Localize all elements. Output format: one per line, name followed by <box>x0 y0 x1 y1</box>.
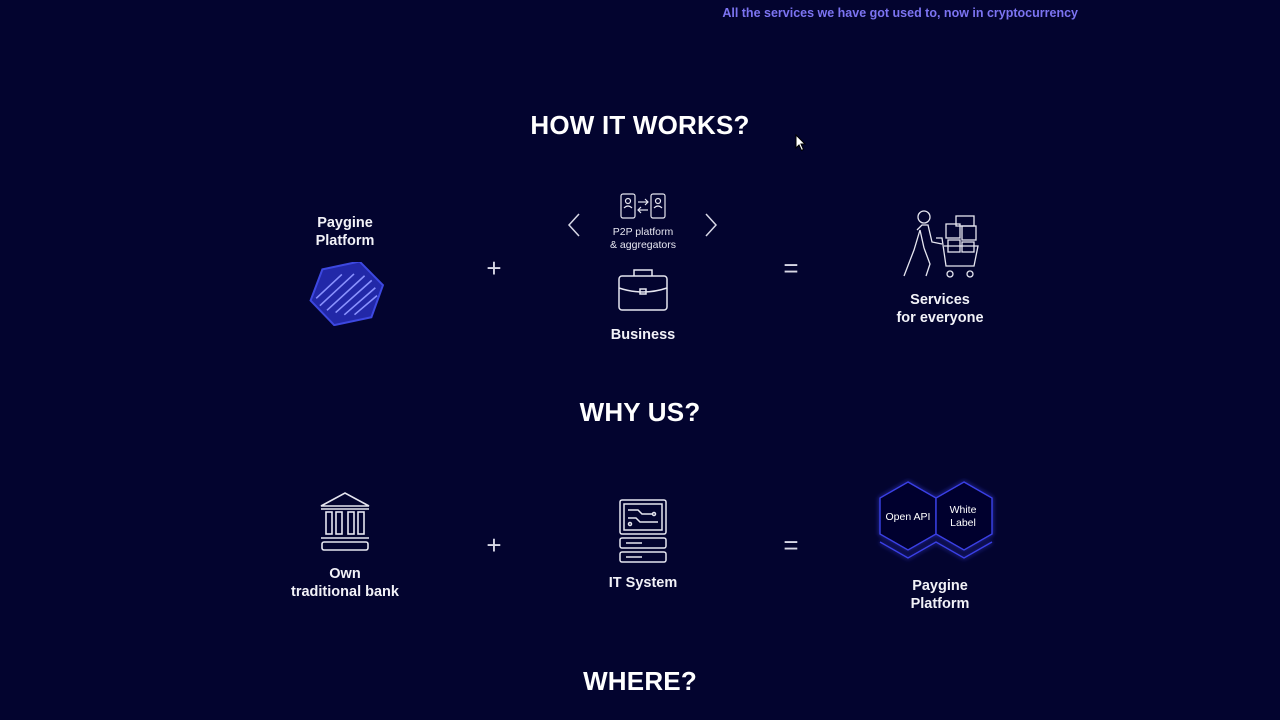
p2p-platform-label: P2P platform & aggregators <box>610 226 676 251</box>
api-whitelabel-hexagons: Open API White Label <box>879 481 993 559</box>
plus-operator-2: + <box>486 530 502 560</box>
services-for-everyone-label: Services for everyone <box>896 292 984 326</box>
equals-operator: = <box>783 253 799 283</box>
white-label-text-line2: Label <box>950 517 976 529</box>
shopping-person-icon <box>903 210 979 278</box>
paygine-platform-label-2: Paygine Platform <box>910 578 970 612</box>
carousel-prev-arrow-icon[interactable] <box>566 212 582 238</box>
paygine-platform-label: Paygine Platform <box>315 215 375 249</box>
white-label-hexagon <box>935 481 993 551</box>
briefcase-icon <box>618 269 668 311</box>
paygine-logo-icon <box>309 262 385 326</box>
equals-operator-2: = <box>783 530 799 560</box>
mouse-cursor-icon <box>795 134 807 152</box>
open-api-text: Open API <box>886 511 931 523</box>
business-label: Business <box>610 327 676 343</box>
it-system-server-icon <box>619 499 667 563</box>
bank-building-icon <box>320 492 370 551</box>
why-us-title: WHY US? <box>579 397 701 427</box>
it-system-label: IT System <box>608 575 678 591</box>
own-bank-label: Own traditional bank <box>291 566 399 600</box>
plus-operator: + <box>486 253 502 283</box>
header-tagline: All the services we have got used to, no… <box>722 6 1078 20</box>
how-it-works-title: HOW IT WORKS? <box>530 110 750 140</box>
carousel-next-arrow-icon[interactable] <box>703 212 719 238</box>
p2p-exchange-icon <box>620 193 666 219</box>
where-title: WHERE? <box>583 666 697 696</box>
white-label-text-line1: White <box>950 504 977 516</box>
